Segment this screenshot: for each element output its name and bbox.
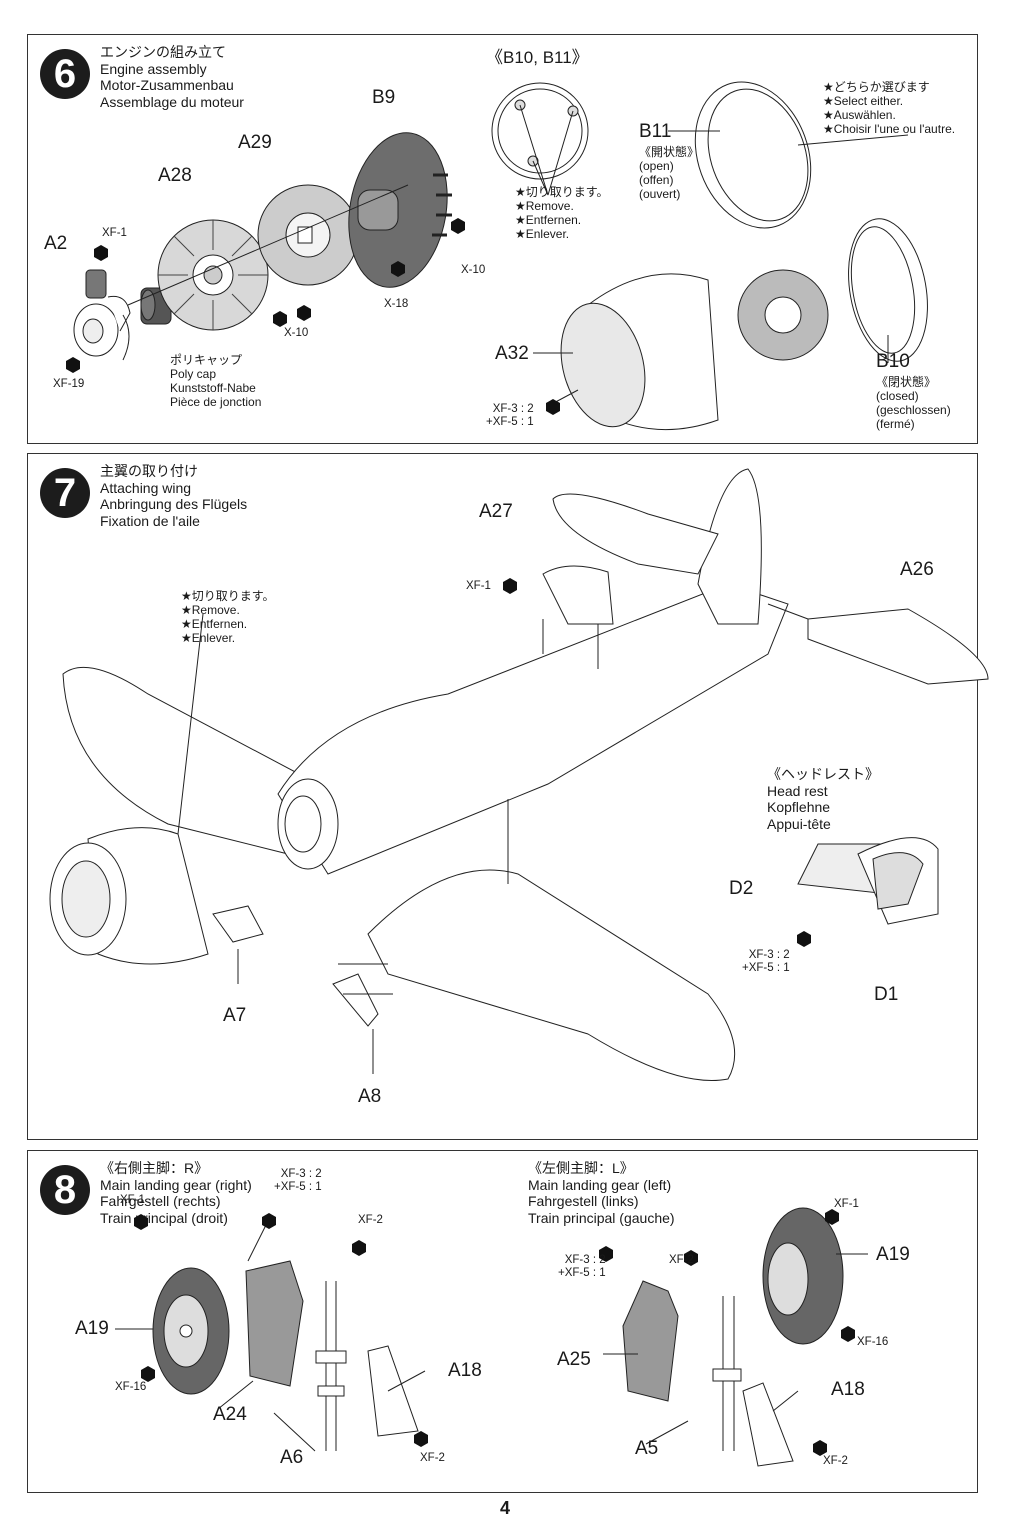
paint-label-xf16-right: XF-16 bbox=[115, 1381, 147, 1393]
part-label-b10: B10 bbox=[876, 351, 910, 372]
part-label-a25: A25 bbox=[557, 1349, 591, 1370]
paint-label-xf2-left-b: XF-2 bbox=[823, 1455, 848, 1467]
part-label-a29: A29 bbox=[238, 132, 272, 153]
cockpit-hood-drawing bbox=[542, 565, 614, 625]
part-a29-drawing bbox=[257, 184, 359, 286]
b11-state-note: 《開状態》 (open) (offen) (ouvert) bbox=[639, 145, 700, 201]
paint-label-xf16-left: XF-16 bbox=[857, 1336, 889, 1348]
step-title: エンジンの組み立て Engine assembly Motor-Zusammen… bbox=[100, 44, 244, 110]
paint-label-xf2-left-a: XF-2 bbox=[669, 1254, 694, 1266]
part-label-a28: A28 bbox=[158, 165, 192, 186]
part-label-a32: A32 bbox=[495, 343, 529, 364]
part-a7-drawing bbox=[212, 905, 264, 943]
step-number-badge: 7 bbox=[40, 468, 90, 518]
paint-mix-a32: XF-3 : 2 +XF-5 : 1 bbox=[486, 403, 534, 428]
part-b11-drawing bbox=[668, 81, 909, 229]
part-label-a24: A24 bbox=[213, 1404, 247, 1425]
part-a2-drawing bbox=[73, 269, 131, 361]
engine-in-cowl-drawing bbox=[737, 269, 829, 361]
brace-a18-right-drawing bbox=[367, 1345, 419, 1437]
part-b10-drawing bbox=[848, 218, 928, 363]
step-title: 主翼の取り付け Attaching wing Anbringung des Fl… bbox=[100, 463, 248, 529]
paint-label-xf1-left: XF-1 bbox=[834, 1198, 859, 1210]
paint-mix-left: XF-3 : 2 +XF-5 : 1 bbox=[558, 1254, 606, 1279]
right-wing-drawing bbox=[367, 869, 736, 1082]
part-a26-drawing bbox=[807, 608, 989, 685]
step-7-panel: 7 主翼の取り付け Attaching wing Anbringung des … bbox=[27, 453, 989, 1140]
part-a8-drawing bbox=[332, 973, 379, 1027]
tail-fin-drawing bbox=[697, 468, 762, 625]
part-label-a19-right: A19 bbox=[75, 1318, 109, 1339]
select-either-note: ★どちらか選びます ★Select either. ★Auswählen. ★C… bbox=[823, 80, 956, 136]
paint-label-x10-b: X-10 bbox=[461, 264, 486, 276]
part-label-b9: B9 bbox=[372, 87, 396, 108]
wing-attachment-illustration bbox=[49, 468, 989, 1082]
part-a32-drawing bbox=[533, 273, 719, 431]
strut-a6-drawing bbox=[325, 1281, 337, 1451]
part-label-a7: A7 bbox=[223, 1005, 247, 1026]
door-a25-drawing bbox=[622, 1280, 679, 1402]
engine-assembly-illustration bbox=[66, 81, 928, 431]
paint-mix-right: XF-3 : 2 +XF-5 : 1 bbox=[274, 1168, 322, 1193]
paint-mix-headrest: XF-3 : 2 +XF-5 : 1 bbox=[742, 949, 790, 974]
detail-title-b10-b11: 《B10, B11》 bbox=[486, 48, 589, 67]
brace-a18-left-drawing bbox=[742, 1382, 794, 1467]
right-gear-title: 《右側主脚：R》 Main landing gear (right) Fahrg… bbox=[100, 1160, 252, 1226]
part-label-d1: D1 bbox=[874, 984, 899, 1005]
remove-note: ★切り取ります。 ★Remove. ★Entfernen. ★Enlever. bbox=[181, 589, 275, 645]
remove-note: ★切り取ります。 ★Remove. ★Entfernen. ★Enlever. bbox=[515, 185, 609, 241]
b10-state-note: 《閉状態》 (closed) (geschlossen) (fermé) bbox=[876, 375, 951, 431]
fuselage-drawing bbox=[277, 583, 789, 875]
page-number: 4 bbox=[499, 1498, 510, 1518]
headrest-drawing bbox=[797, 837, 939, 925]
step-number-badge: 8 bbox=[40, 1165, 90, 1215]
paint-label-xf19: XF-19 bbox=[53, 378, 85, 390]
part-label-d2: D2 bbox=[729, 878, 754, 899]
part-label-b11: B11 bbox=[639, 121, 672, 142]
part-label-a5: A5 bbox=[635, 1438, 659, 1459]
part-label-a27: A27 bbox=[479, 501, 513, 522]
part-label-a26: A26 bbox=[900, 559, 934, 580]
part-label-a2: A2 bbox=[44, 233, 68, 254]
part-a27-drawing bbox=[552, 493, 719, 575]
paint-label-xf2-right-b: XF-2 bbox=[420, 1452, 445, 1464]
part-label-a19-left: A19 bbox=[876, 1244, 910, 1265]
headrest-note: 《ヘッドレスト》 Head rest Kopflehne Appui-tête bbox=[767, 766, 879, 832]
part-label-a8: A8 bbox=[358, 1086, 382, 1107]
part-label-a6: A6 bbox=[280, 1447, 304, 1468]
step-6-panel: 6 エンジンの組み立て Engine assembly Motor-Zusamm… bbox=[27, 34, 978, 444]
paint-label-x10-a: X-10 bbox=[284, 327, 309, 339]
b10-b11-detail-ring bbox=[491, 82, 589, 196]
paint-label-x18: X-18 bbox=[384, 298, 409, 310]
paint-label-xf2-right-a: XF-2 bbox=[358, 1214, 383, 1226]
part-a28-drawing bbox=[157, 219, 269, 331]
door-a24-drawing bbox=[245, 1260, 304, 1387]
part-label-a18-right: A18 bbox=[448, 1360, 482, 1381]
poly-cap-note: ポリキャップ Poly cap Kunststoff-Nabe Pièce de… bbox=[170, 353, 262, 409]
step-number-badge: 6 bbox=[40, 49, 90, 99]
left-wing-drawing bbox=[62, 666, 319, 855]
left-gear-title: 《左側主脚：L》 Main landing gear (left) Fahrge… bbox=[528, 1160, 675, 1226]
paint-label-xf1: XF-1 bbox=[466, 580, 491, 592]
step-8-panel: 8 《右側主脚：R》 Main landing gear (right) Fah… bbox=[27, 1150, 978, 1493]
part-b9-drawing bbox=[348, 132, 452, 288]
landing-gear-illustration bbox=[115, 1207, 868, 1467]
part-label-a18-left: A18 bbox=[831, 1379, 865, 1400]
paint-label-xf1-right: XF-1 bbox=[120, 1194, 145, 1206]
paint-label-xf1: XF-1 bbox=[102, 227, 127, 239]
cowl-drawing bbox=[49, 827, 209, 965]
